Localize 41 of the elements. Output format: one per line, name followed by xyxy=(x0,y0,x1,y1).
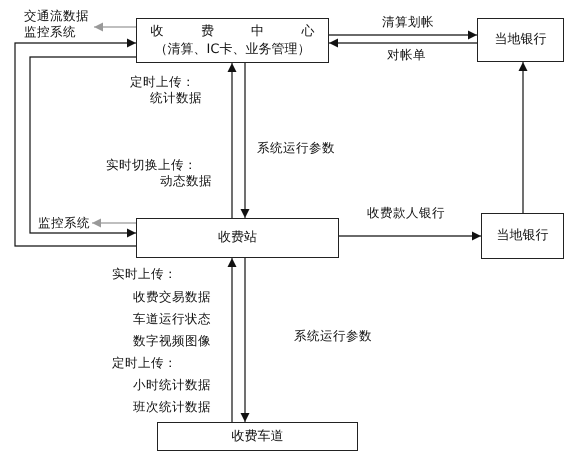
arrow xyxy=(329,30,477,40)
arrow xyxy=(228,63,236,218)
node-label: 收费站 xyxy=(218,229,257,247)
node-label: 收费车道 xyxy=(232,428,284,446)
edge-label: 系统运行参数 xyxy=(255,140,337,157)
arrow xyxy=(240,258,250,422)
annotation-text: 统计数据 xyxy=(150,90,202,107)
node-label: 当地银行 xyxy=(496,227,548,245)
arrow xyxy=(14,38,136,247)
annotation-text: 实时切换上传： xyxy=(106,157,197,174)
process-box xyxy=(481,213,564,259)
process-box xyxy=(477,18,564,62)
annotation-text: 车道运行状态 xyxy=(133,311,211,328)
edge-label: 收费款人银行 xyxy=(365,205,447,222)
edge-label: 清算划帐 xyxy=(380,14,436,31)
node-label: 收费中心 xyxy=(150,22,315,40)
arrow xyxy=(228,258,236,422)
node-label: 监控系统 xyxy=(38,214,90,232)
arrow xyxy=(29,56,136,238)
annotation-text: 定时上传： xyxy=(130,74,195,91)
process-box xyxy=(136,18,329,63)
node-label: （清算、IC卡、业务管理） xyxy=(154,40,310,58)
annotation-text: 收费交易数据 xyxy=(133,289,211,306)
annotation-text: 小时统计数据 xyxy=(133,377,211,394)
annotation-text: 数字视频图像 xyxy=(133,333,211,350)
edge-label: 对帐单 xyxy=(385,47,428,64)
arrow xyxy=(94,22,136,32)
annotation-text: 定时上传： xyxy=(112,355,177,372)
edge-label: 系统运行参数 xyxy=(292,328,374,345)
annotation-text: 班次统计数据 xyxy=(133,399,211,416)
node-label: 当地银行 xyxy=(494,31,546,49)
process-box xyxy=(157,422,358,451)
process-box xyxy=(136,218,339,258)
arrow xyxy=(329,38,477,48)
arrow xyxy=(339,232,481,240)
arrow xyxy=(240,63,250,218)
arrow xyxy=(518,62,528,213)
annotation-text: 动态数据 xyxy=(160,173,212,190)
annotation-text: 实时上传： xyxy=(112,266,177,283)
node-label: 交通流数据监控系统 xyxy=(24,8,90,40)
arrow xyxy=(92,218,136,228)
